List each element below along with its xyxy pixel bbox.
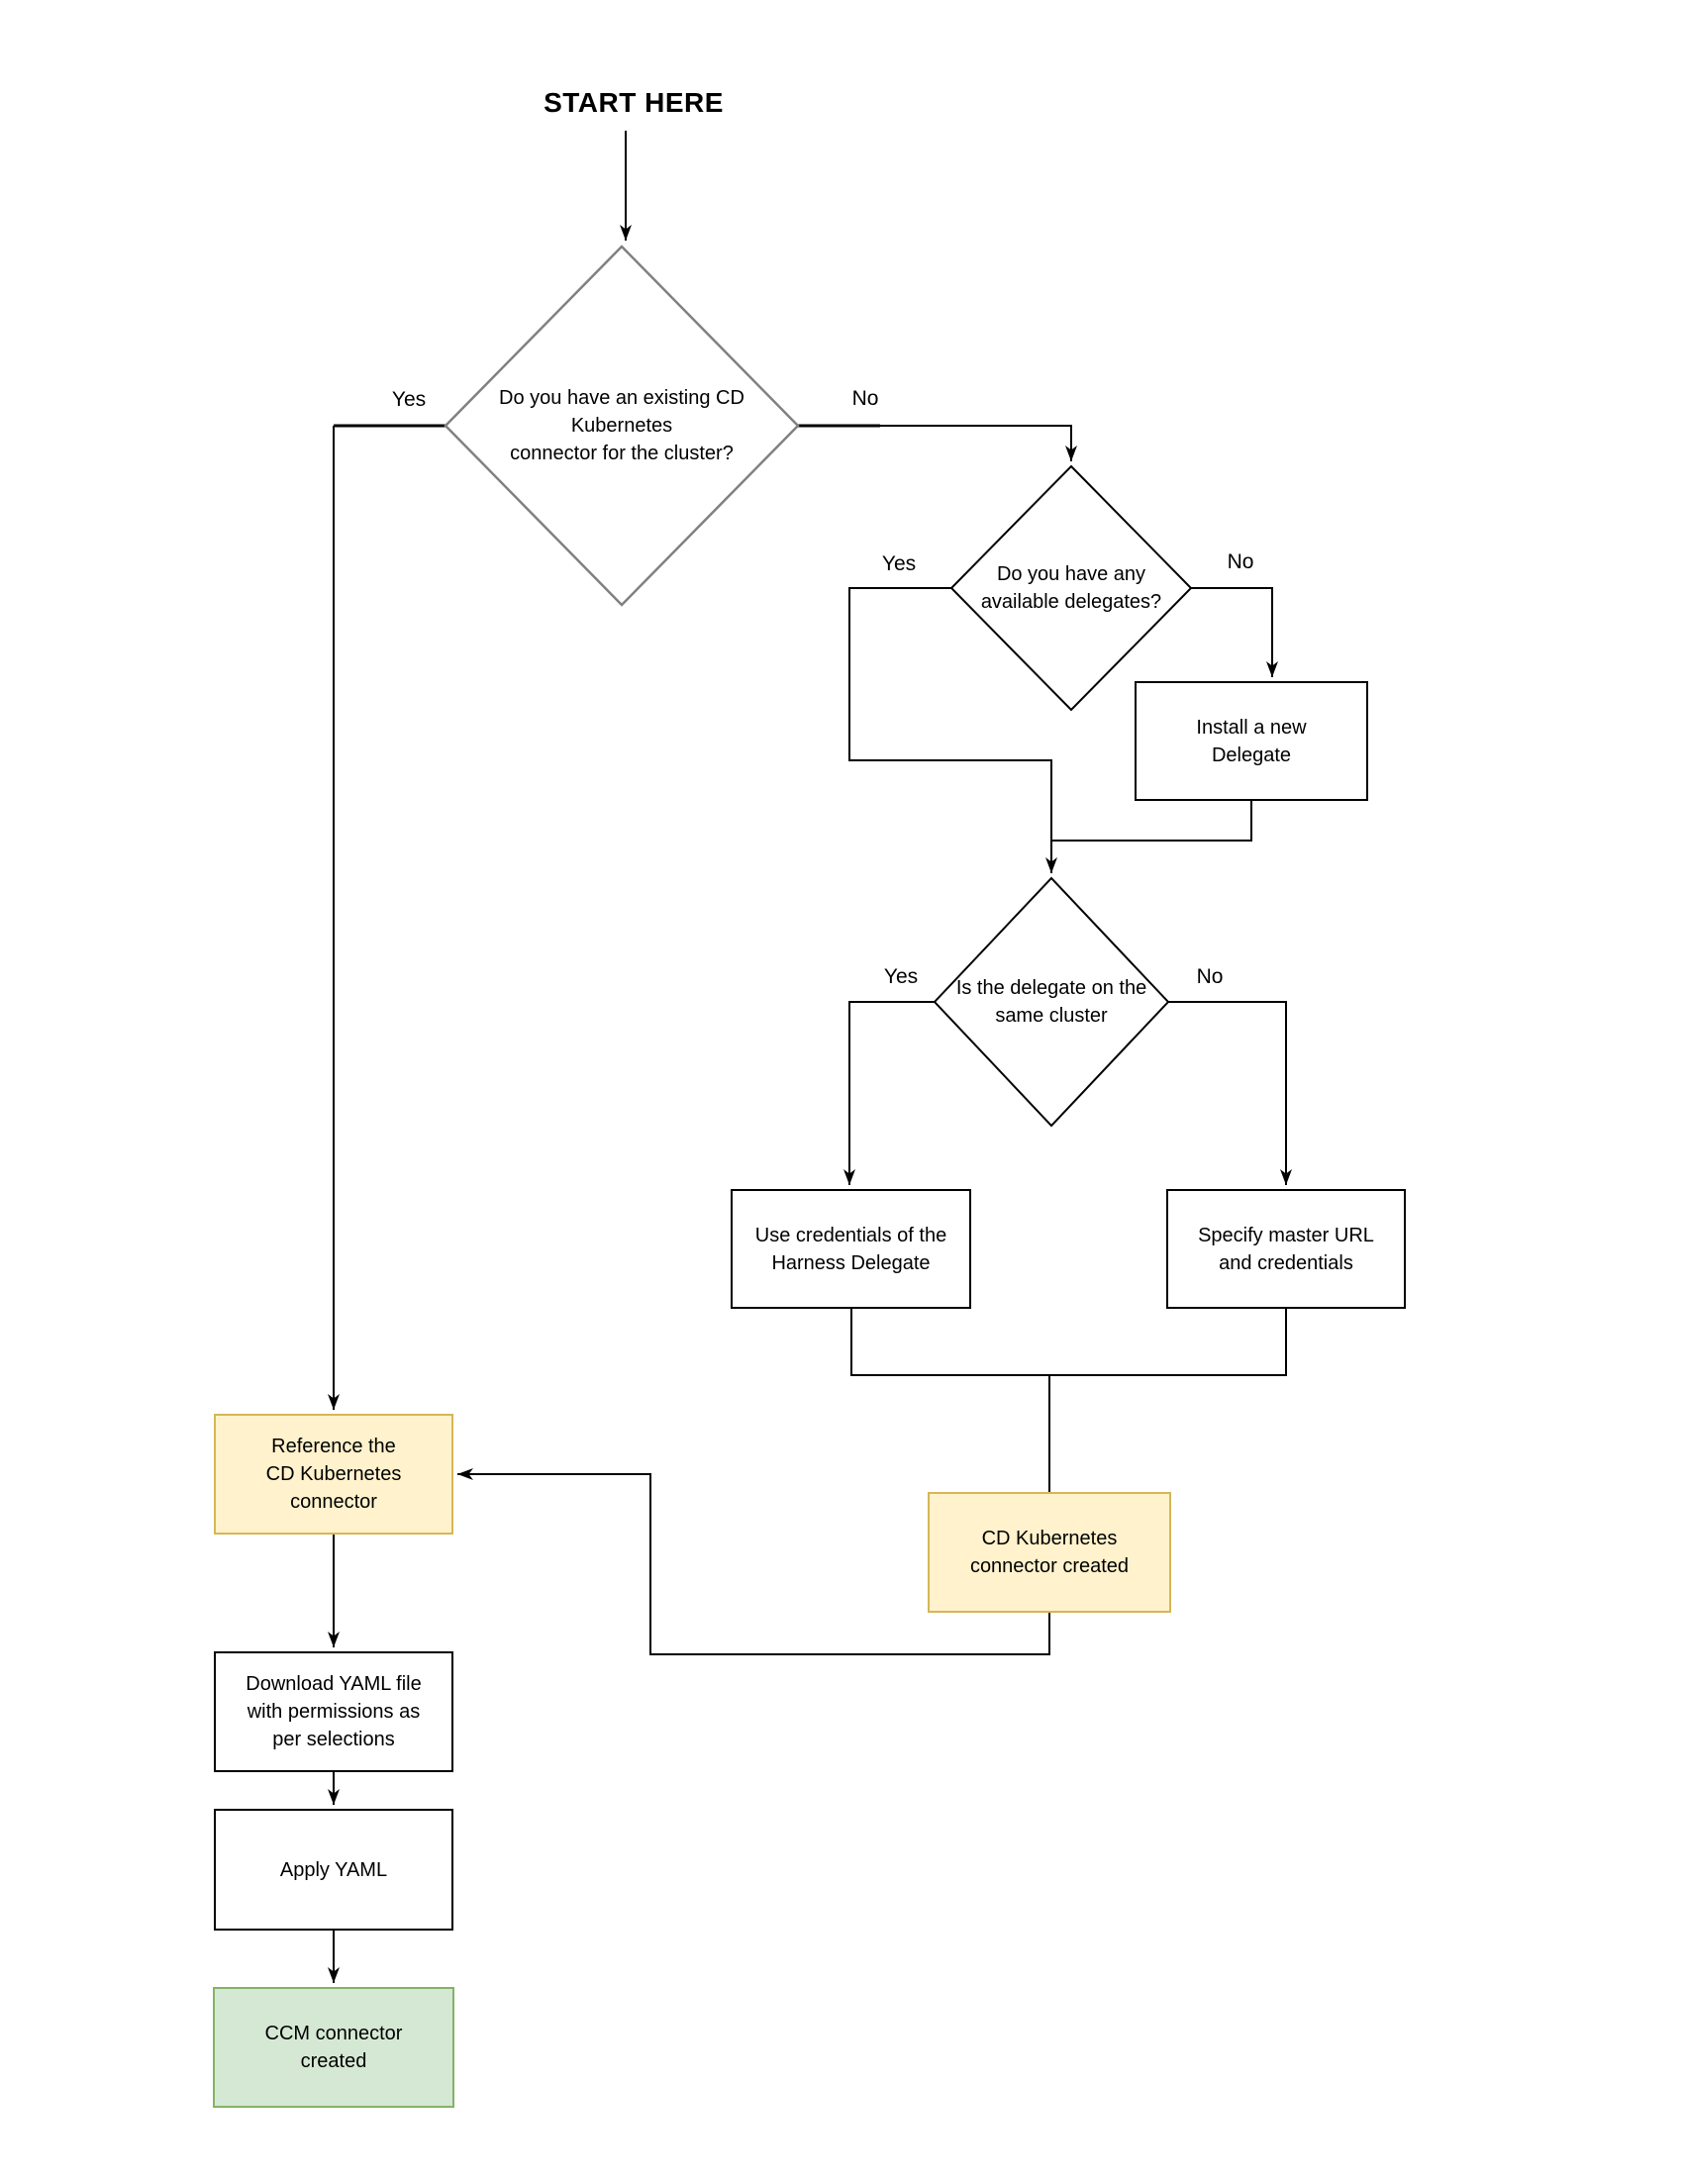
install-delegate-shape [1135, 681, 1368, 801]
cd-connector-created-shape [928, 1492, 1171, 1613]
start-here-title: START HERE [544, 87, 724, 118]
decision-available-delegates-shape [949, 464, 1193, 712]
ccm-connector-created-label: CCM connector created [264, 2023, 403, 2072]
shapes [213, 245, 1406, 2108]
edge-same-cluster-no-to-specify-master [1168, 1001, 1292, 1185]
use-credentials-shape [731, 1189, 971, 1309]
edge-same-cluster-yes-to-use-credentials [843, 1001, 935, 1185]
use-credentials-label: Use credentials of the Harness Delegate [754, 1224, 947, 1274]
edge-label-delegates-yes: Yes [878, 552, 920, 576]
edge-install-merge [1051, 800, 1252, 842]
download-yaml-shape [214, 1651, 453, 1772]
edge-delegates-yes-to-same-cluster-decision [848, 587, 1057, 873]
decision-existing-connector-label: Do you have an existing CD Kubernetes co… [499, 387, 744, 464]
edge-label-same-cluster-yes: Yes [880, 965, 922, 989]
reference-connector-shape [214, 1414, 453, 1535]
apply-yaml-shape [214, 1809, 453, 1931]
edge-use-credentials-merge [850, 1308, 1049, 1376]
specify-master-label: Specify master URL and credentials [1198, 1224, 1374, 1274]
edge-label-existing-yes: Yes [388, 388, 430, 412]
ccm-connector-created-shape [213, 1987, 454, 2108]
edge-label-same-cluster-no: No [1193, 965, 1227, 989]
decision-existing-connector-shape [444, 245, 800, 607]
edge-delegates-no-to-install [1191, 587, 1278, 677]
apply-yaml-label: Apply YAML [279, 1858, 388, 1881]
download-yaml-label: Download YAML file with permissions as p… [246, 1673, 422, 1750]
edge-existing-no-to-delegates-decision [880, 425, 1077, 461]
edges [328, 131, 1292, 1983]
edge-specify-master-merge [1049, 1308, 1287, 1376]
decision-available-delegates-label: Do you have any available delegates? [980, 563, 1162, 613]
cd-connector-created-label: CD Kubernetes connector created [969, 1528, 1130, 1577]
install-delegate-label: Install a new Delegate [1196, 716, 1307, 766]
edge-label-delegates-no: No [1224, 550, 1257, 574]
edge-cd-created-to-reference [457, 1468, 1050, 1655]
edge-label-existing-no: No [848, 387, 882, 411]
reference-connector-label: Reference the CD Kubernetes connector [265, 1436, 402, 1513]
decision-same-cluster-label: Is the delegate on the same cluster [955, 977, 1147, 1027]
decision-same-cluster-shape [933, 876, 1170, 1128]
specify-master-shape [1166, 1189, 1406, 1309]
